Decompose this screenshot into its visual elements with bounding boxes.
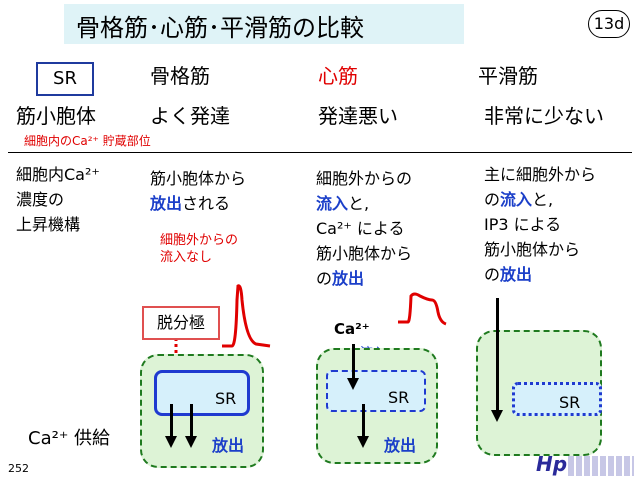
cardiac-sr: SR <box>326 370 426 412</box>
skeletal-line2-rest: される <box>182 194 231 213</box>
row2-header-line2: 濃度の <box>16 190 65 209</box>
smooth-line4: 筋小胞体から <box>484 240 581 259</box>
column-header-smooth: 平滑筋 <box>478 64 538 88</box>
row2-cardiac: 細胞外からの 流入と, Ca²⁺ による 筋小胞体から の放出 <box>316 166 412 291</box>
row2-header: 細胞内Ca²⁺ 濃度の 上昇機構 <box>16 162 100 237</box>
smooth-line1: 主に細胞外から <box>484 165 597 184</box>
cardiac-ca-label: Ca²⁺ <box>334 320 370 338</box>
column-header-skeletal: 骨格筋 <box>150 64 210 88</box>
row2-skeletal: 筋小胞体から 放出される <box>150 166 246 216</box>
row1-note: 細胞内のCa²⁺ 貯蔵部位 <box>24 134 151 148</box>
skeletal-action-potential-waveform <box>222 284 271 348</box>
cardiac-line3: Ca²⁺ による <box>316 219 405 238</box>
skeletal-note-line2: 流入なし <box>160 250 213 265</box>
publisher-logo: Hp <box>536 452 636 478</box>
logo-mark: Hp <box>536 452 568 476</box>
cardiac-influx-arrow <box>352 344 355 380</box>
page-title: 骨格筋･心筋･平滑筋の比較 <box>76 14 364 42</box>
column-header-cardiac: 心筋 <box>318 64 358 88</box>
logo-wordmark-graphic <box>568 456 634 476</box>
row2-header-line1: 細胞内Ca²⁺ <box>16 165 100 184</box>
skeletal-sr: SR <box>154 370 250 416</box>
cardiac-line4: 筋小胞体から <box>316 244 413 263</box>
cardiac-release-label: 放出 <box>384 436 417 455</box>
skeletal-release-label: 放出 <box>212 436 245 455</box>
cardiac-release-arrow <box>362 404 365 438</box>
smooth-line3: IP3 による <box>484 215 562 234</box>
table-divider <box>8 152 632 153</box>
smooth-sr-label: SR <box>559 393 581 412</box>
cardiac-line5-pre: の <box>316 269 333 288</box>
row1-skeletal: よく発達 <box>150 104 230 128</box>
depolarization-label: 脱分極 <box>142 306 220 340</box>
cardiac-release-arrowhead <box>357 436 369 448</box>
skeletal-sr-label: SR <box>215 389 237 408</box>
skeletal-note: 細胞外からの 流入なし <box>160 232 238 266</box>
smooth-influx-arrowhead <box>491 410 503 422</box>
cardiac-release-term: 放出 <box>332 269 365 288</box>
smooth-line2-pre: の <box>484 190 501 209</box>
skeletal-release-arrowhead-1 <box>165 436 177 448</box>
row1-header: 筋小胞体 <box>16 104 96 128</box>
cardiac-sr-label: SR <box>388 388 410 407</box>
row2-smooth: 主に細胞外から の流入と, IP3 による 筋小胞体から の放出 <box>484 162 596 287</box>
smooth-line5-pre: の <box>484 265 501 284</box>
smooth-influx-term: 流入 <box>500 190 533 209</box>
row1-cardiac: 発達悪い <box>318 104 398 128</box>
skeletal-release-arrowhead-2 <box>185 436 197 448</box>
row1-smooth: 非常に少ない <box>484 104 604 128</box>
cardiac-influx-arrowhead <box>347 378 359 390</box>
page-number: 252 <box>8 462 29 475</box>
title-banner <box>64 4 464 44</box>
smooth-sr: SR <box>512 382 602 416</box>
skeletal-note-line1: 細胞外からの <box>160 233 239 248</box>
slide-number-badge: 13d <box>588 10 630 38</box>
cardiac-line2-rest: と, <box>348 194 370 213</box>
smooth-release-term: 放出 <box>500 265 533 284</box>
sr-label-box: SR <box>36 62 94 96</box>
cardiac-line1: 細胞外からの <box>316 169 413 188</box>
skeletal-release-arrow-1 <box>170 404 173 438</box>
skeletal-line1: 筋小胞体から <box>150 169 247 188</box>
skeletal-release-arrow-2 <box>190 404 193 438</box>
row2-header-line3: 上昇機構 <box>16 215 81 234</box>
smooth-influx-arrow <box>496 298 499 412</box>
cardiac-action-potential-waveform <box>398 292 447 326</box>
skeletal-release-term: 放出 <box>150 194 183 213</box>
cardiac-influx-term: 流入 <box>316 194 349 213</box>
smooth-line2-rest: と, <box>532 190 554 209</box>
calcium-supply-label: Ca²⁺ 供給 <box>28 428 111 449</box>
